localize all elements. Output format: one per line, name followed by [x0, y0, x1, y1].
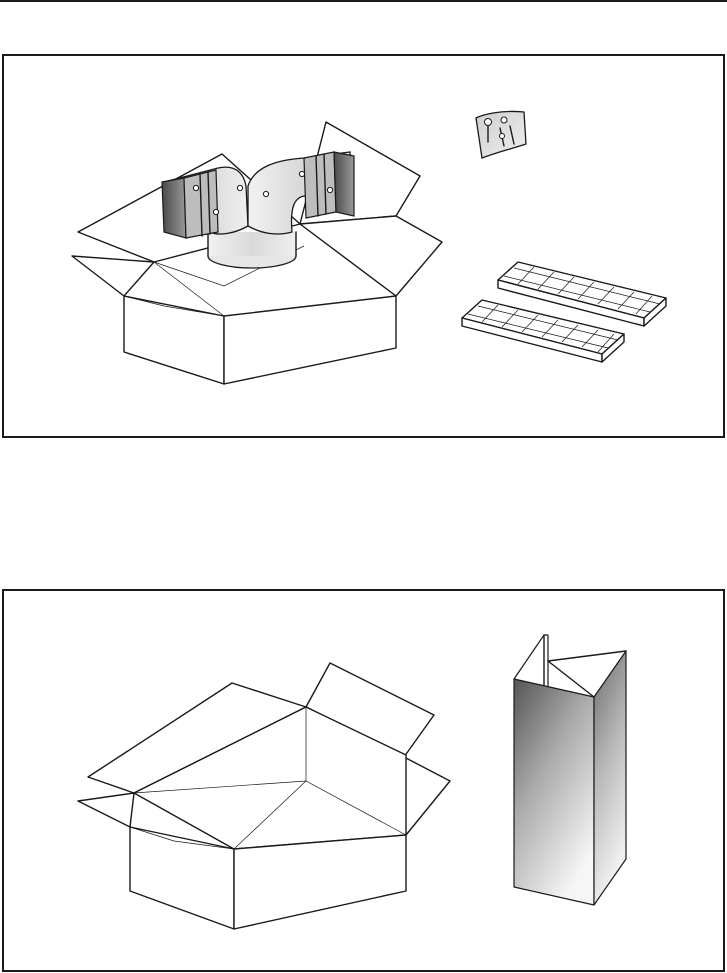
- chimney-cover: [514, 635, 626, 905]
- panel-top-illustration: [4, 56, 723, 436]
- screw-bag: [476, 111, 526, 158]
- panel-bottom: [2, 589, 725, 972]
- panel-top: [2, 54, 725, 438]
- panel-bottom-illustration: [4, 591, 723, 970]
- top-rule: [0, 0, 727, 2]
- carton-box-bottom: [78, 663, 450, 929]
